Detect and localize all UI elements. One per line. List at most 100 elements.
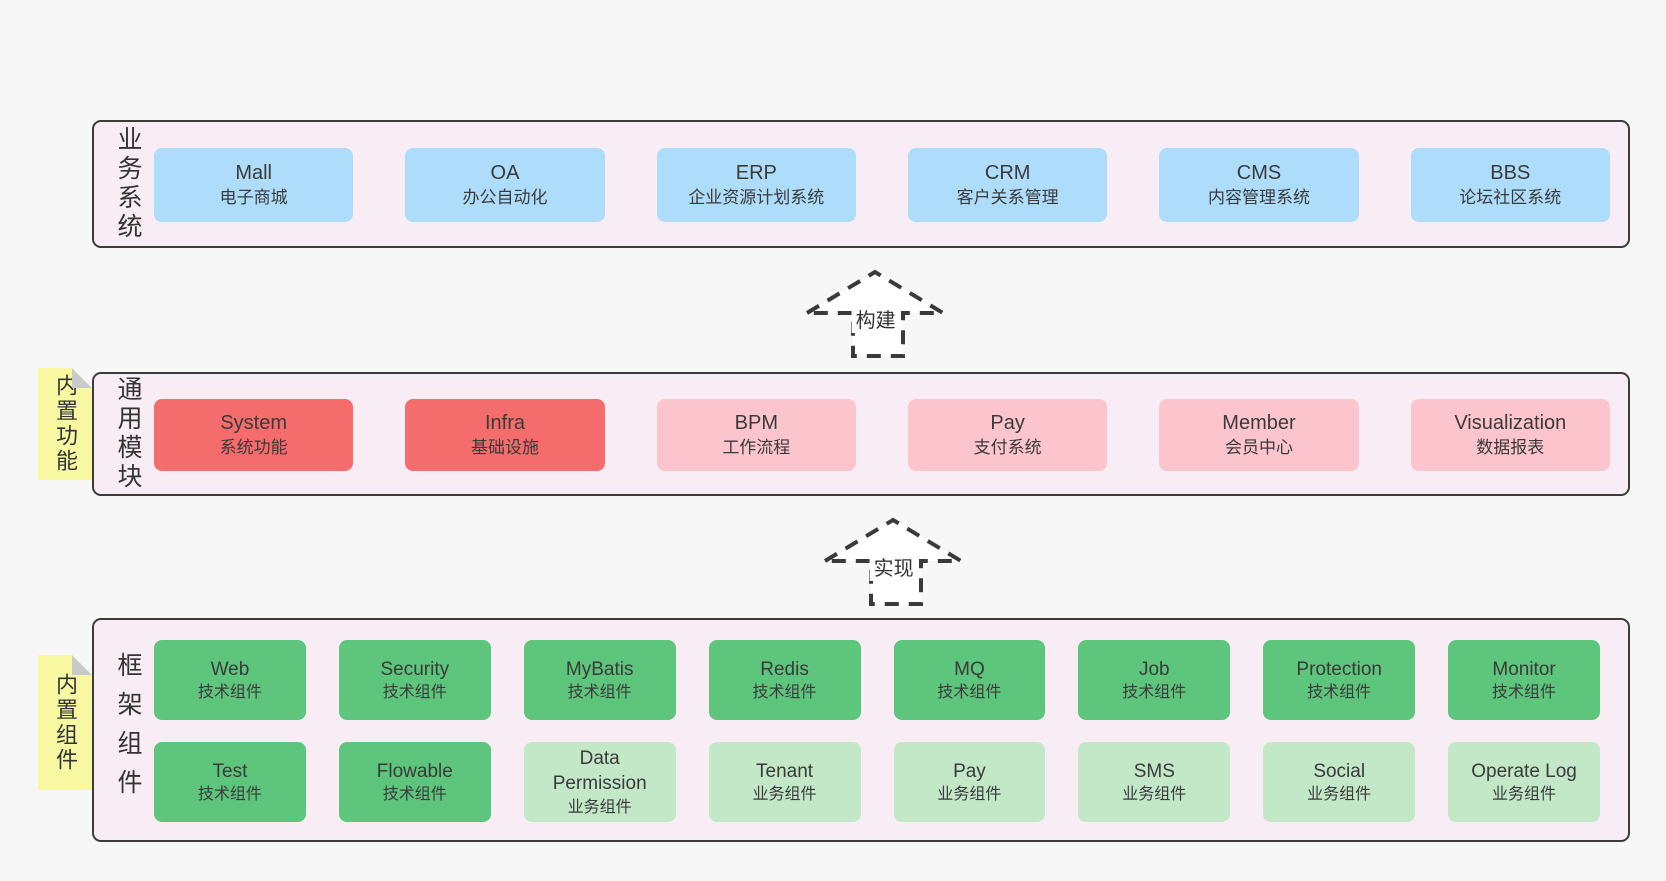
component-box-social: Social 业务组件 bbox=[1263, 742, 1416, 822]
module-title: Pay bbox=[990, 412, 1025, 435]
module-title: Job bbox=[1138, 658, 1170, 680]
sticky-note-builtin-features: 内置功能 bbox=[38, 368, 92, 480]
module-title: Flowable bbox=[376, 760, 453, 782]
module-title: Infra bbox=[484, 412, 525, 435]
module-title: Visualization bbox=[1454, 412, 1567, 435]
component-box-flowable: Flowable 技术组件 bbox=[338, 742, 491, 822]
component-box-tenant: Tenant 业务组件 bbox=[708, 742, 861, 822]
module-subtitle: 技术组件 bbox=[382, 786, 447, 803]
module-box-oa: OA 办公自动化 bbox=[405, 148, 605, 222]
module-subtitle: 内容管理系统 bbox=[1207, 188, 1310, 208]
module-subtitle: 技术组件 bbox=[752, 684, 817, 701]
band-row: System 系统功能 Infra 基础设施 BPM 工作流程 Pay 支付系统… bbox=[154, 399, 1610, 471]
module-title: Redis bbox=[760, 658, 809, 680]
component-box-operate-log: Operate Log 业务组件 bbox=[1448, 742, 1600, 822]
module-box-pay: Pay 支付系统 bbox=[907, 399, 1108, 471]
module-title: Operate Log bbox=[1471, 760, 1577, 782]
component-box-mybatis: MyBatis 技术组件 bbox=[523, 640, 676, 720]
component-box-monitor: Monitor 技术组件 bbox=[1448, 640, 1600, 720]
module-title: Protection bbox=[1296, 658, 1382, 680]
module-subtitle: 技术组件 bbox=[197, 684, 262, 701]
band-label: 业务系统 bbox=[114, 126, 142, 242]
sticky-note-label: 内置组件 bbox=[53, 672, 78, 773]
module-subtitle: 业务组件 bbox=[752, 786, 817, 803]
module-subtitle: 技术组件 bbox=[937, 684, 1002, 701]
module-title: CMS bbox=[1236, 162, 1282, 185]
band-row: Test 技术组件 Flowable 技术组件 Data Permission … bbox=[154, 742, 1600, 822]
sticky-note-builtin-components: 内置组件 bbox=[38, 655, 92, 790]
module-box-infra: Infra 基础设施 bbox=[405, 399, 605, 471]
module-title: ERP bbox=[735, 162, 777, 185]
component-box-pay: Pay 业务组件 bbox=[893, 742, 1046, 822]
module-subtitle: 业务组件 bbox=[1122, 786, 1187, 803]
module-title: OA bbox=[490, 162, 520, 185]
module-subtitle: 业务组件 bbox=[1492, 786, 1557, 803]
module-box-visualization: Visualization 数据报表 bbox=[1410, 399, 1610, 471]
module-box-crm: CRM 客户关系管理 bbox=[907, 148, 1108, 222]
implement-arrow-label: 实现 bbox=[869, 552, 918, 581]
module-subtitle: 论坛社区系统 bbox=[1459, 188, 1562, 208]
module-title: System bbox=[220, 412, 287, 435]
band-common-modules: 通用模块 System 系统功能 Infra 基础设施 BPM 工作流程 Pay… bbox=[92, 372, 1630, 496]
module-subtitle: 业务组件 bbox=[937, 786, 1002, 803]
module-box-system: System 系统功能 bbox=[154, 399, 354, 471]
band-business-systems: 业务系统 Mall 电子商城 OA 办公自动化 ERP 企业资源计划系统 CRM… bbox=[92, 120, 1630, 248]
band-label: 通用模块 bbox=[114, 376, 142, 492]
module-subtitle: 企业资源计划系统 bbox=[688, 188, 825, 208]
module-box-bpm: BPM 工作流程 bbox=[656, 399, 856, 471]
module-subtitle: 系统功能 bbox=[219, 438, 288, 458]
module-title: Member bbox=[1222, 412, 1296, 435]
module-subtitle: 客户关系管理 bbox=[956, 188, 1059, 208]
module-title: Monitor bbox=[1492, 658, 1556, 680]
module-title: Tenant bbox=[756, 760, 814, 782]
module-box-member: Member 会员中心 bbox=[1159, 399, 1359, 471]
module-title: Pay bbox=[953, 760, 986, 782]
module-title: BBS bbox=[1490, 162, 1531, 185]
module-title: Mall bbox=[235, 162, 272, 185]
band-framework-components: 框架组件 Web 技术组件 Security 技术组件 MyBatis 技术组件… bbox=[92, 618, 1630, 842]
component-box-web: Web 技术组件 bbox=[154, 640, 306, 720]
module-subtitle: 技术组件 bbox=[1307, 684, 1372, 701]
module-subtitle: 数据报表 bbox=[1476, 438, 1545, 458]
component-box-job: Job 技术组件 bbox=[1078, 640, 1231, 720]
module-box-bbs: BBS 论坛社区系统 bbox=[1410, 148, 1610, 222]
module-title: Data Permission bbox=[552, 747, 647, 795]
component-box-mq: MQ 技术组件 bbox=[893, 640, 1046, 720]
band-row: Web 技术组件 Security 技术组件 MyBatis 技术组件 Redi… bbox=[154, 640, 1600, 720]
module-subtitle: 技术组件 bbox=[197, 786, 262, 803]
component-box-sms: SMS 业务组件 bbox=[1078, 742, 1231, 822]
module-subtitle: 会员中心 bbox=[1224, 438, 1293, 458]
module-subtitle: 支付系统 bbox=[973, 438, 1042, 458]
build-arrow: 构建 bbox=[795, 262, 955, 362]
module-subtitle: 技术组件 bbox=[382, 684, 447, 701]
module-title: Web bbox=[210, 658, 250, 680]
module-subtitle: 工作流程 bbox=[722, 438, 791, 458]
module-subtitle: 业务组件 bbox=[1307, 786, 1372, 803]
module-subtitle: 办公自动化 bbox=[462, 188, 548, 208]
module-box-cms: CMS 内容管理系统 bbox=[1159, 148, 1359, 222]
module-subtitle: 业务组件 bbox=[567, 798, 632, 816]
module-title: SMS bbox=[1133, 760, 1175, 782]
module-title: CRM bbox=[984, 162, 1031, 185]
module-title: BPM bbox=[734, 412, 778, 435]
module-subtitle: 技术组件 bbox=[567, 684, 632, 701]
module-title: MyBatis bbox=[565, 658, 634, 680]
build-arrow-label: 构建 bbox=[851, 304, 900, 333]
sticky-note-label: 内置功能 bbox=[53, 374, 78, 474]
component-box-data-permission: Data Permission 业务组件 bbox=[523, 742, 676, 822]
module-subtitle: 基础设施 bbox=[470, 438, 539, 458]
component-box-protection: Protection 技术组件 bbox=[1263, 640, 1416, 720]
module-box-mall: Mall 电子商城 bbox=[154, 148, 354, 222]
module-subtitle: 技术组件 bbox=[1122, 684, 1187, 701]
module-title: MQ bbox=[954, 658, 985, 680]
band-row: Mall 电子商城 OA 办公自动化 ERP 企业资源计划系统 CRM 客户关系… bbox=[154, 148, 1610, 222]
band-label: 框架组件 bbox=[114, 652, 142, 808]
module-title: Social bbox=[1313, 760, 1366, 782]
component-box-test: Test 技术组件 bbox=[154, 742, 306, 822]
module-title: Test bbox=[212, 760, 248, 782]
module-box-erp: ERP 企业资源计划系统 bbox=[656, 148, 856, 222]
component-box-redis: Redis 技术组件 bbox=[708, 640, 861, 720]
component-box-security: Security 技术组件 bbox=[338, 640, 491, 720]
module-subtitle: 电子商城 bbox=[219, 188, 288, 208]
